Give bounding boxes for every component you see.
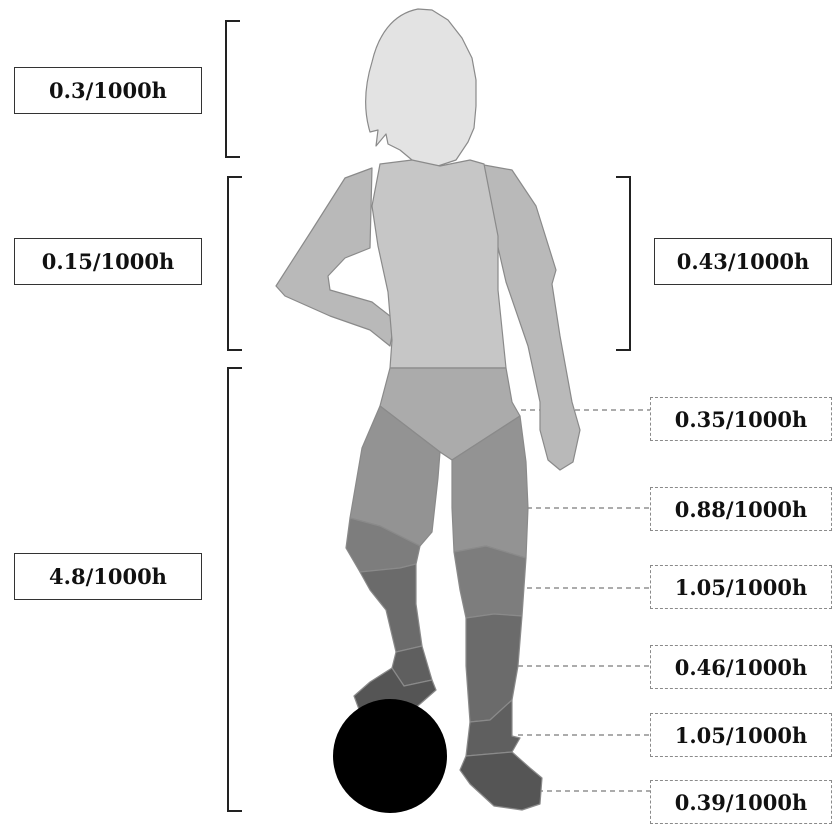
bracket-lower-limb [228,368,242,811]
soccer-ball [333,699,447,813]
label-upper-limb: 0.43/1000h [654,238,832,285]
right-shin [466,614,522,722]
label-knee: 1.05/1000h [650,565,832,609]
right-knee [454,546,526,618]
label-trunk: 0.15/1000h [14,238,202,285]
bracket-head [226,21,240,157]
label-foot: 0.39/1000h [650,780,832,824]
label-hip-groin: 0.35/1000h [650,397,832,441]
right-foot [460,752,542,810]
left-shin [360,564,422,652]
bracket-upper-limb [616,177,630,350]
label-ankle: 1.05/1000h [650,713,832,757]
torso [372,160,506,368]
label-thigh: 0.88/1000h [650,487,832,531]
label-lower-limb: 4.8/1000h [14,553,202,600]
label-lower-leg: 0.46/1000h [650,645,832,689]
head [366,9,476,166]
label-head: 0.3/1000h [14,67,202,114]
bracket-trunk [228,177,242,350]
